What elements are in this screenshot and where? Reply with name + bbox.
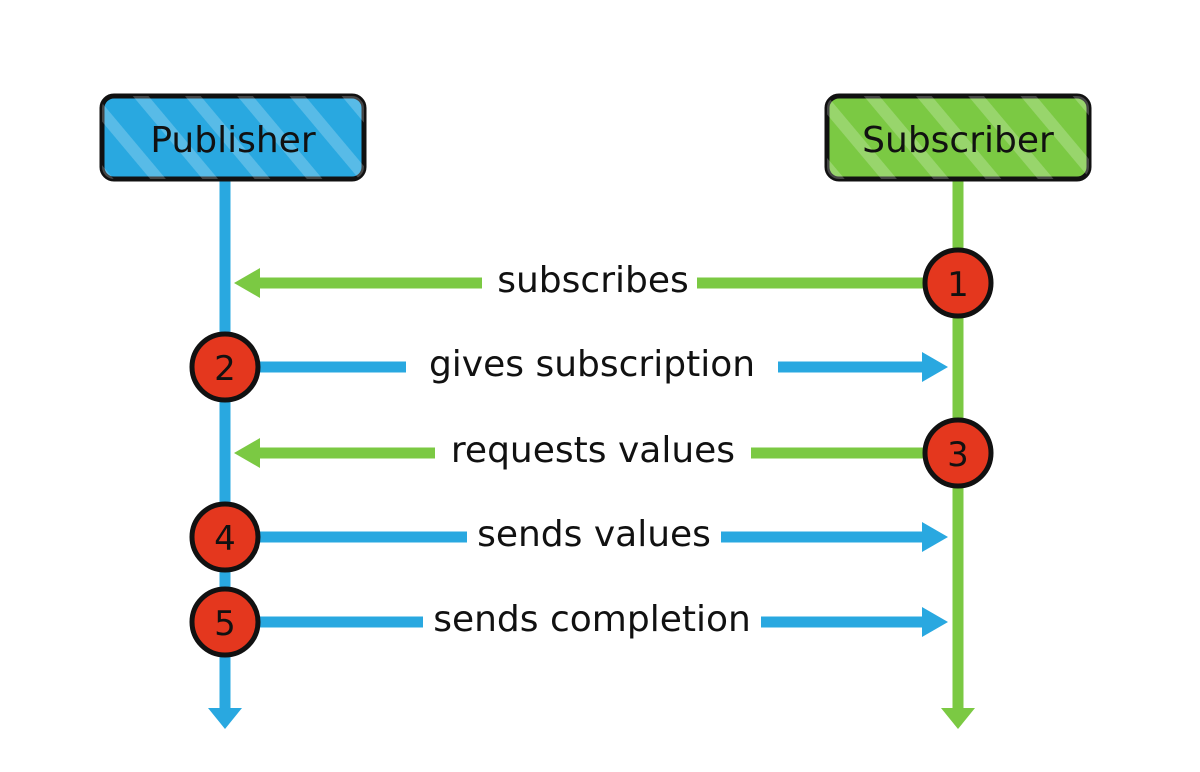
step-5-badge xyxy=(189,586,261,658)
subscriber-box: Subscriber xyxy=(824,93,1092,182)
step-2-number: 2 xyxy=(214,349,236,389)
step-3-message: requests values 3 xyxy=(234,417,994,489)
step-5-number: 5 xyxy=(214,604,236,644)
step-5-label: sends completion xyxy=(433,599,751,640)
step-2-label: gives subscription xyxy=(429,344,755,385)
step-4-arrowhead xyxy=(922,522,948,552)
step-2-arrowhead xyxy=(922,352,948,382)
step-5-message: sends completion 5 xyxy=(189,586,948,658)
step-1-label: subscribes xyxy=(497,260,689,301)
step-4-label: sends values xyxy=(477,514,711,555)
step-2-badge xyxy=(189,331,261,403)
step-4-badge xyxy=(189,501,261,573)
step-4-message: sends values 4 xyxy=(189,501,948,573)
subscriber-label: Subscriber xyxy=(862,120,1054,161)
step-3-badge xyxy=(922,417,994,489)
publisher-label: Publisher xyxy=(150,120,315,161)
step-5-arrowhead xyxy=(922,607,948,637)
step-3-number: 3 xyxy=(947,435,969,475)
publisher-box: Publisher xyxy=(99,93,367,182)
step-4-number: 4 xyxy=(214,519,236,559)
step-2-message: gives subscription 2 xyxy=(189,331,948,403)
step-3-label: requests values xyxy=(451,430,735,471)
step-1-badge xyxy=(922,247,994,319)
step-3-arrowhead xyxy=(234,438,260,468)
step-1-message: subscribes 1 xyxy=(234,247,994,319)
step-1-number: 1 xyxy=(947,265,969,305)
step-1-arrowhead xyxy=(234,268,260,298)
